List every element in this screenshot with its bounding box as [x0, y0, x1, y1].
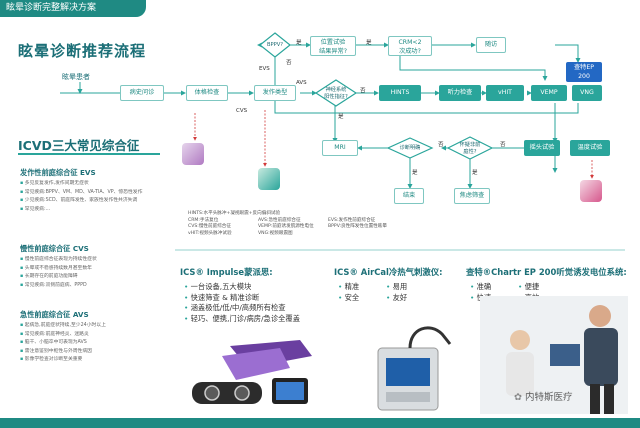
node-positional: 位置试验 结果异常?	[310, 36, 356, 56]
evs-title: 发作性前庭综合征 EVS	[20, 168, 96, 177]
chartr-device-icon	[580, 180, 602, 202]
node-chartr: 查特EP 200	[566, 62, 602, 82]
legend-item: CVS:慢性前庭综合征	[188, 224, 231, 229]
node-crm-text: CRM<2 次成功?	[398, 39, 422, 55]
node-end: 结束	[394, 188, 424, 204]
legend-item: EVS:发作性前庭综合征	[328, 217, 376, 223]
node-history: 病史问诊	[120, 85, 164, 101]
node-positional-text: 位置试验 结果异常?	[318, 39, 348, 55]
banner: 眩晕诊断完整解决方案	[0, 0, 146, 17]
node-balance: 摇头试验	[524, 140, 560, 156]
aircal-features: 精准 易用 安全 友好	[338, 282, 434, 303]
node-caloric: 温度试验	[570, 140, 610, 156]
feature-item: 准确	[470, 282, 518, 293]
evs-list: 多见反复发作,发作间期无症状 常见疾病:BPPV、VM、MD、VA-TIA、VP…	[20, 180, 165, 214]
feature-item: 快速筛查 & 精准诊断	[184, 293, 300, 304]
chartr-title: 查特®Chartr EP 200听觉诱发电位系统:	[466, 267, 627, 277]
aircal-title: ICS® AirCal冷热气刺激仪:	[334, 267, 443, 277]
cvs-list: 慢性前庭综合征表现为持续性症状 头晕或不稳感持续数月甚至数年 长期存在的前庭功能…	[20, 256, 165, 290]
node-vng: VNG	[572, 85, 602, 101]
icvd-title: ICVD三大常见综合征	[18, 138, 140, 153]
list-item: 常见疾病:双侧前庭病、PPPD	[20, 282, 165, 291]
label-evs: EVS	[259, 66, 270, 72]
abbreviation-legend: HINTS:水平头脉冲+凝视眼震+反向偏斜试验 CRM:手法复位 AVS:急性前…	[188, 211, 448, 237]
avs-title: 急性前庭综合征 AVS	[20, 310, 89, 319]
cvs-title: 慢性前庭综合征 CVS	[20, 244, 89, 253]
watermark: ✿ 内特斯医疗	[514, 389, 573, 403]
label-cvs: CVS	[236, 108, 248, 114]
flow-title: 眩晕诊断推荐流程	[18, 42, 147, 60]
label-no-4: 否	[500, 142, 506, 148]
aircal-device-icon	[258, 168, 280, 190]
bottom-bar	[0, 418, 640, 428]
list-item: 多见反复发作,发作间期无症状	[20, 180, 165, 189]
label-yes-3: 是	[338, 114, 344, 120]
feature-item: 一台设备,五大模块	[184, 282, 300, 293]
icvd-divider	[18, 153, 160, 155]
node-attack-type: 发作类型	[254, 85, 296, 101]
label-yes-1: 是	[296, 40, 302, 46]
list-item: 长期存在的前庭功能障碍	[20, 273, 165, 282]
label-no-1: 否	[286, 60, 292, 66]
feature-item: 精准	[338, 282, 386, 293]
feature-item: 便捷	[518, 282, 566, 293]
node-neuro: 神经系统 阳性指征?	[324, 87, 348, 100]
impulse-features: 一台设备,五大模块 快速筛查 & 精准诊断 涵盖极低/低/中/高频所有检查 轻巧…	[184, 282, 300, 324]
node-psych: 怀疑非前 庭性?	[459, 142, 481, 155]
feature-item: 轻巧、便携,门诊/病房/急诊全覆盖	[184, 314, 300, 325]
legend-item: VNG:视频眼震图	[258, 230, 293, 236]
legend-item: BPPV:良性阵发性位置性眩晕	[328, 224, 387, 229]
impulse-device-icon	[182, 143, 204, 165]
legend-item: vHIT:视频头脉冲试验	[188, 230, 232, 236]
node-exam: 体格检查	[186, 85, 228, 101]
list-item: 慢性前庭综合征表现为持续性症状	[20, 256, 165, 265]
label-yes-5: 是	[472, 170, 478, 176]
label-avs: AVS	[296, 80, 307, 86]
list-item: 脑干、小脑卒中可表现为AVS	[20, 339, 165, 348]
legend-item: AVS:急性前庭综合征	[258, 217, 301, 223]
legend-item: CRM:手法复位	[188, 217, 219, 223]
node-vemp: VEMP	[531, 85, 567, 101]
list-item: 需注意鉴别中枢性与外周性病因	[20, 348, 165, 357]
feature-item: 友好	[386, 293, 434, 304]
impulse-title: ICS® Impulse蒙派思:	[180, 267, 273, 277]
feature-item: 易用	[386, 282, 434, 293]
list-item: 常见疾病:前庭神经炎、迷路炎	[20, 331, 165, 340]
node-anxiety: 焦虑筛查	[454, 188, 490, 204]
node-hints: HINTS	[379, 85, 421, 101]
list-item: 少见疾病:SCD、前庭阵发性、家族性发作性共济失调	[20, 197, 165, 206]
chartr-photo	[480, 296, 628, 414]
label-yes-4: 是	[412, 170, 418, 176]
node-followup: 随访	[476, 37, 506, 53]
aircal-device-image	[377, 326, 452, 411]
feature-item: 安全	[338, 293, 386, 304]
node-mri: MRI	[322, 140, 358, 156]
node-vhit: vHIT	[486, 85, 524, 101]
list-item: 常见疾病:BPPV、VM、MD、VA-TIA、VP、惊恐性发作	[20, 189, 165, 198]
avs-list: 起病急,前庭症状持续,至少24小时以上 常见疾病:前庭神经炎、迷路炎 脑干、小脑…	[20, 322, 165, 365]
node-crm: CRM<2 次成功?	[388, 36, 432, 56]
patient-label: 眩晕患者	[62, 73, 90, 81]
list-item: 头晕或不稳感持续数月甚至数年	[20, 265, 165, 274]
node-hearing: 听力检查	[439, 85, 481, 101]
watermark-text: 内特斯医疗	[524, 392, 573, 403]
wechat-icon: ✿	[514, 392, 525, 403]
list-item: 起病急,前庭症状持续,至少24小时以上	[20, 322, 165, 331]
label-no-2: 否	[360, 88, 366, 94]
label-yes-2: 是	[366, 40, 372, 46]
node-diagnosis: 诊断明确	[399, 145, 421, 151]
node-bppv: BPPV?	[266, 42, 284, 48]
legend-item: VEMP:前庭诱发肌源性电位	[258, 224, 314, 229]
list-item: 罕见疾病:...	[20, 206, 165, 215]
list-item: 影像学检查对诊断至关重要	[20, 356, 165, 365]
label-no-3: 否	[438, 142, 444, 148]
legend-item: HINTS:水平头脉冲+凝视眼震+反向偏斜试验	[188, 211, 281, 216]
feature-item: 涵盖极低/低/中/高频所有检查	[184, 303, 300, 314]
impulse-goggles-image	[192, 340, 312, 404]
